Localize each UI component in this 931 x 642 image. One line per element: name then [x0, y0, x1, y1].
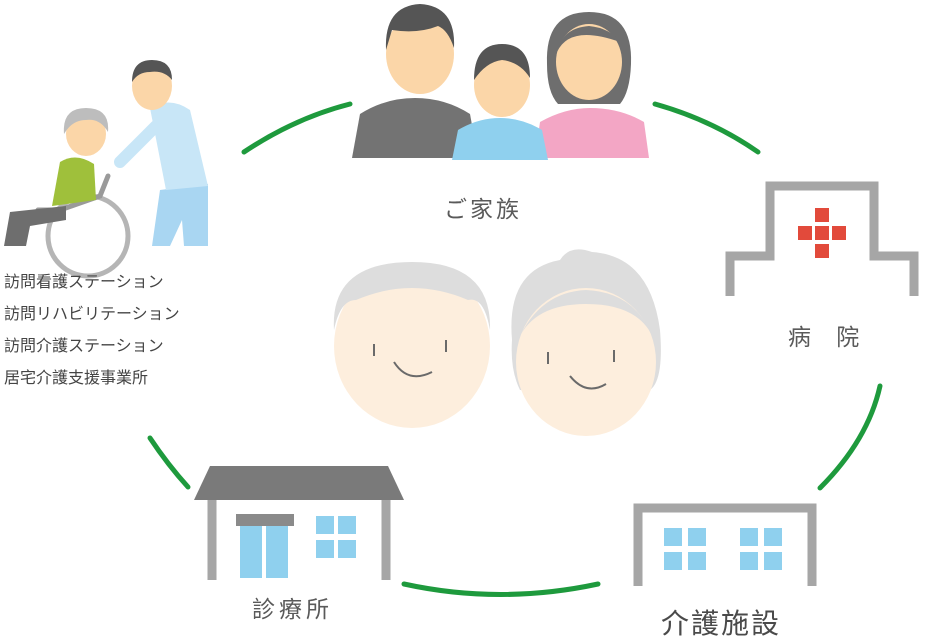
care-facility-illustration [633, 503, 817, 586]
mother-fringe [557, 26, 620, 52]
ring-arc-left [147, 435, 191, 490]
cross-block-top [815, 208, 829, 222]
service-item: 訪問介護ステーション [4, 336, 164, 355]
service-item: 訪問看護ステーション [4, 272, 164, 291]
cross-block-right [832, 226, 846, 240]
ring-arc-top-right [652, 101, 761, 155]
child-head [474, 53, 530, 117]
grandmother-mouth [569, 375, 607, 390]
mother-body [535, 108, 649, 158]
father-head [386, 14, 454, 94]
care-facility-label: 介護施設 [661, 607, 782, 640]
father-body [352, 98, 478, 158]
elderly-legs [4, 206, 66, 246]
clinic-door-right [266, 526, 288, 578]
clinic-window-pane [316, 540, 334, 558]
father-hair [385, 4, 455, 50]
cross-block-bottom [815, 244, 829, 258]
home-care-illustration [4, 60, 208, 279]
mother-head [556, 24, 622, 100]
child-hair [474, 44, 530, 80]
hospital-cross [798, 208, 846, 258]
home-care-services-list: 訪問看護ステーション 訪問リハビリテーション 訪問介護ステーション 居宅介護支援… [4, 266, 180, 394]
care-window-pane [688, 552, 706, 570]
grandfather-hair [333, 262, 491, 330]
care-window-pane [764, 552, 782, 570]
elderly-couple-illustration [333, 249, 661, 436]
clinic-illustration [194, 466, 404, 580]
care-facility-building [633, 503, 817, 586]
service-item: 訪問リハビリテーション [4, 304, 180, 323]
cross-block-left [798, 226, 812, 240]
hospital-building [725, 181, 919, 296]
care-facility-window-right [740, 528, 782, 570]
caregiver-body [150, 102, 208, 190]
grandfather-face [334, 264, 490, 428]
grandmother-fringe [518, 290, 654, 340]
clinic-roof [194, 466, 404, 500]
caregiver-arm [114, 120, 162, 168]
grandmother-face [516, 288, 656, 436]
hospital-illustration [725, 181, 919, 296]
ring-arc-top-left [241, 101, 353, 155]
care-window-pane [740, 528, 758, 546]
clinic-door-left [240, 526, 262, 578]
care-window-pane [764, 528, 782, 546]
ring-arc-right [817, 383, 883, 491]
family-illustration [352, 4, 649, 160]
clinic-window [316, 516, 356, 558]
caregiver-legs [152, 184, 208, 246]
service-item: 居宅介護支援事業所 [4, 368, 149, 387]
grandfather-mouth [393, 361, 433, 378]
clinic-window-pane [338, 516, 356, 534]
care-facility-window-left [664, 528, 706, 570]
cross-block-center [815, 226, 829, 240]
care-window-pane [664, 552, 682, 570]
clinic-door-frame [236, 514, 294, 526]
clinic-window-pane [338, 540, 356, 558]
family-label: ご家族 [444, 197, 522, 223]
hospital-label: 病 院 [788, 325, 869, 351]
clinic-walls [207, 500, 391, 580]
child-body [452, 118, 548, 160]
elderly-hair [63, 108, 109, 134]
elderly-body [52, 157, 96, 206]
ring-arc-bottom [401, 581, 601, 597]
care-window-pane [740, 552, 758, 570]
clinic-window-pane [316, 516, 334, 534]
care-window-pane [688, 528, 706, 546]
grandfather-eyes [373, 340, 447, 356]
care-window-pane [664, 528, 682, 546]
grandmother-eyes [547, 350, 615, 364]
elderly-head [66, 112, 106, 156]
caregiver-hair [132, 60, 172, 82]
caregiver-head [132, 62, 172, 110]
clinic-label: 診療所 [252, 597, 333, 623]
connection-ring [147, 101, 883, 597]
